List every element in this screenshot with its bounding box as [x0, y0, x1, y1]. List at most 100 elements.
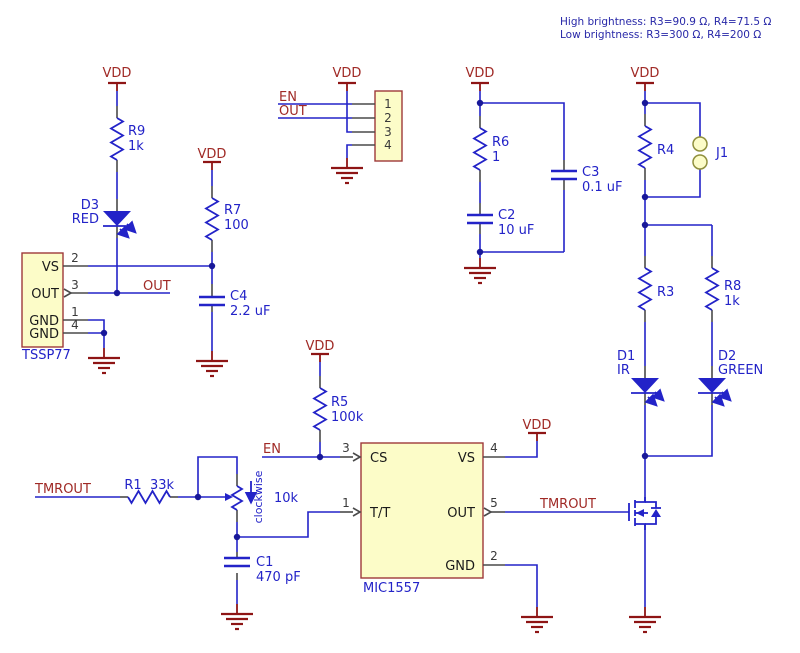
r3-ref: R3	[657, 285, 674, 300]
led-d1: D1 IR	[617, 349, 665, 407]
r8-ref: R8	[724, 279, 741, 294]
vdd-label: VDD	[103, 66, 132, 81]
pot-direction-label: clockwise	[252, 470, 265, 523]
vdd-symbol-r5: VDD	[306, 339, 335, 362]
component-leads	[116, 106, 713, 580]
ic-tssp77: VS OUT GND GND 2 3 1 4 TSSP77	[21, 251, 88, 363]
potentiometer: clockwise 10k	[198, 470, 299, 523]
brightness-note: High brightness: R3=90.9 Ω, R4=71.5 Ω Lo…	[560, 16, 771, 41]
r4-ref: R4	[657, 143, 674, 158]
c2-value: 10 uF	[498, 223, 534, 238]
c2-ref: C2	[498, 208, 515, 223]
net-label-en-mic: EN	[263, 442, 281, 457]
ground-mic1557	[521, 607, 553, 634]
vdd-symbol-connector: VDD	[333, 66, 362, 91]
ic-mic1557: CS T/T VS OUT GND 3 1 4 5 2 MIC1557	[340, 441, 505, 596]
c3-value: 0.1 uF	[582, 180, 623, 195]
mic1557-pin-out: OUT	[447, 506, 475, 521]
tssp77-pinnum-4: 4	[71, 318, 79, 332]
conn-pin-4: 4	[384, 138, 392, 152]
ground-c4	[196, 351, 228, 378]
mic1557-pin-vs: VS	[458, 451, 475, 466]
vdd-symbol-r6: VDD	[466, 66, 495, 91]
note-line-1: High brightness: R3=90.9 Ω, R4=71.5 Ω	[560, 16, 771, 28]
resistor-r6: R6 1	[472, 127, 509, 171]
r6-value: 1	[492, 150, 500, 165]
mic1557-pin-gnd: GND	[445, 559, 475, 574]
ground-c1	[221, 604, 253, 631]
r9-ref: R9	[128, 124, 145, 139]
net-label-out-top: OUT	[279, 104, 307, 119]
resistor-r8: R8 1k	[704, 267, 741, 311]
tssp77-pinnum-3: 3	[71, 278, 79, 292]
vdd-label: VDD	[523, 418, 552, 433]
resistor-r7: R7 100	[204, 197, 249, 241]
ground-tssp77	[88, 348, 120, 375]
vdd-label: VDD	[631, 66, 660, 81]
capacitor-c2: C2 10 uF	[467, 208, 534, 238]
net-label-tmrout-left: TMROUT	[34, 482, 91, 497]
mic1557-pinnum-4: 4	[490, 441, 498, 455]
d2-ref: D2	[718, 349, 736, 364]
d2-color-label: GREEN	[718, 363, 763, 378]
r7-ref: R7	[224, 203, 241, 218]
capacitor-c4: C4 2.2 uF	[199, 289, 271, 319]
tssp77-pinnum-1: 1	[71, 305, 79, 319]
tssp77-pin-vs: VS	[42, 260, 59, 275]
r7-value: 100	[224, 218, 249, 233]
c3-ref: C3	[582, 165, 599, 180]
mic1557-pin-cs: CS	[370, 451, 387, 466]
resistor-r5: R5 100k	[312, 387, 364, 431]
mic1557-pinnum-2: 2	[490, 549, 498, 563]
capacitor-c1: C1 470 pF	[224, 555, 301, 585]
resistor-r4: R4	[637, 125, 674, 169]
ground-mosfet	[629, 607, 661, 634]
led-d3: D3 RED	[72, 198, 137, 239]
conn-pin-2: 2	[384, 111, 392, 125]
vdd-symbol-r9: VDD	[103, 66, 132, 91]
note-line-2: Low brightness: R3=300 Ω, R4=200 Ω	[560, 29, 761, 41]
r1-value: 33k	[150, 478, 175, 493]
net-label-out-sensor: OUT	[143, 279, 171, 294]
capacitor-c3: C3 0.1 uF	[551, 165, 623, 195]
connector-header: 1 2 3 4	[352, 90, 403, 162]
vdd-label: VDD	[466, 66, 495, 81]
r5-ref: R5	[331, 395, 348, 410]
vdd-label: VDD	[333, 66, 362, 81]
net-label-tmrout-mic: TMROUT	[539, 497, 596, 512]
resistor-r9: R9 1k	[109, 117, 145, 161]
mic1557-ref: MIC1557	[363, 581, 420, 596]
d3-ref: D3	[81, 198, 99, 213]
j1-ref: J1	[715, 146, 728, 161]
mosfet	[628, 497, 661, 530]
vdd-label: VDD	[306, 339, 335, 354]
conn-pin-1: 1	[384, 97, 392, 111]
r6-ref: R6	[492, 135, 509, 150]
resistor-r3: R3	[637, 267, 674, 311]
ground-c2	[464, 258, 496, 285]
c1-value: 470 pF	[256, 570, 301, 585]
d1-ref: D1	[617, 349, 635, 364]
led-d2: D2 GREEN	[698, 349, 763, 407]
mic1557-pinnum-1: 1	[342, 496, 350, 510]
r9-value: 1k	[128, 139, 144, 154]
r1-ref: R1	[124, 478, 141, 493]
vdd-symbol-mic-vs: VDD	[523, 418, 552, 441]
conn-pin-3: 3	[384, 125, 392, 139]
c1-ref: C1	[256, 555, 273, 570]
net-label-en-top: EN	[279, 90, 297, 105]
net-label-texts: EN OUT OUT EN TMROUT TMROUT	[34, 90, 596, 512]
tssp77-pinnum-2: 2	[71, 251, 79, 265]
d3-color-label: RED	[72, 212, 99, 227]
vdd-symbol-r7: VDD	[198, 147, 227, 170]
r5-value: 100k	[331, 410, 364, 425]
tssp77-ref: TSSP77	[21, 348, 71, 363]
c4-ref: C4	[230, 289, 247, 304]
pot-value: 10k	[274, 491, 299, 506]
tssp77-pin-out: OUT	[31, 287, 59, 302]
vdd-label: VDD	[198, 147, 227, 162]
mic1557-pin-tt: T/T	[369, 506, 390, 521]
ground-connector	[331, 158, 363, 185]
